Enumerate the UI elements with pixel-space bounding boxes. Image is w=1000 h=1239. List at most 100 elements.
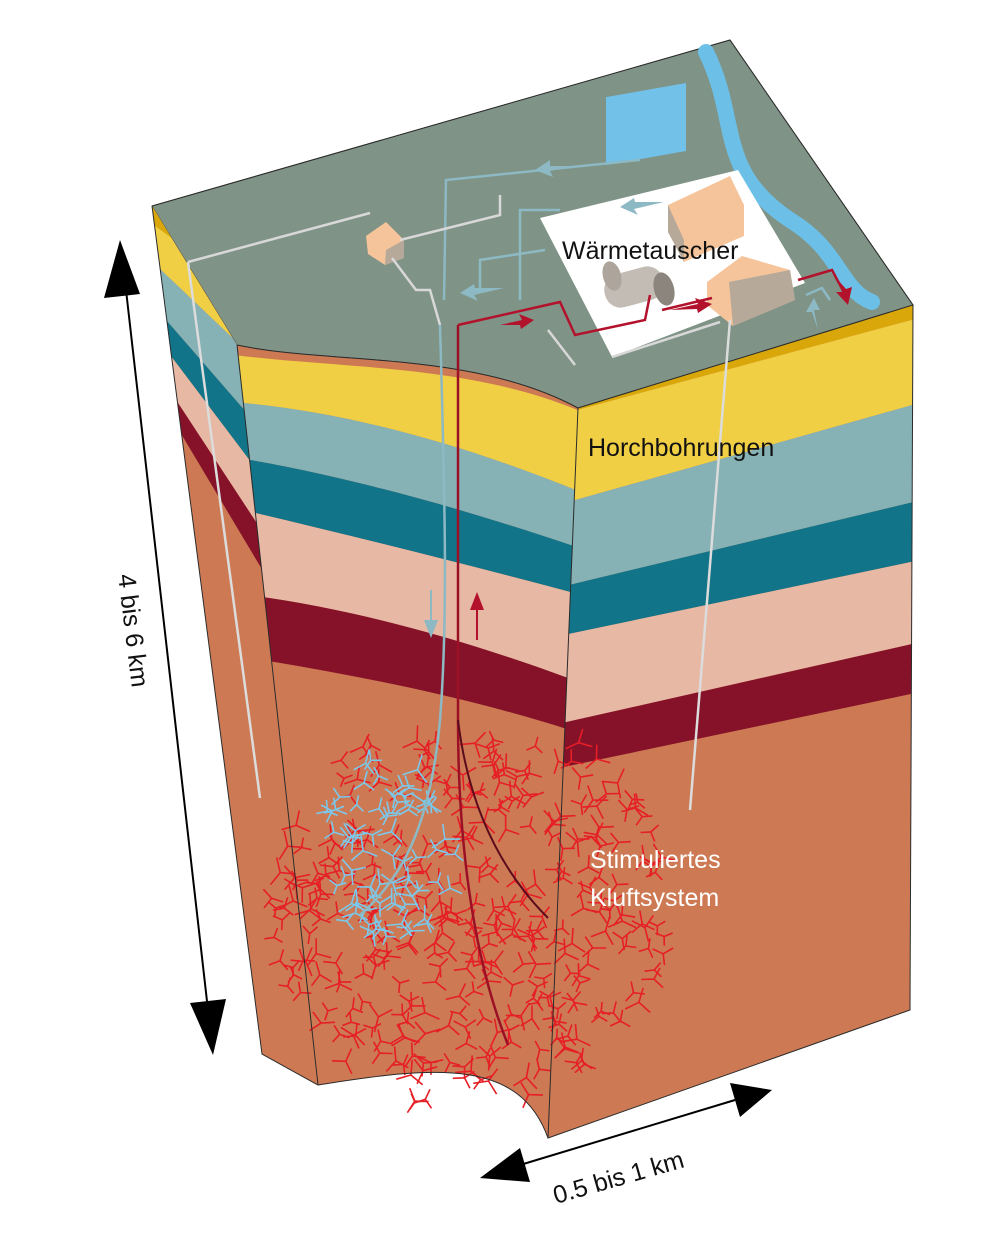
fracture-mark [453, 956, 476, 980]
fracture-mark-cold [382, 927, 396, 945]
flow-arrows-hot [500, 280, 852, 329]
fracture-mark [585, 744, 611, 770]
fracture-mark [527, 950, 552, 979]
fracture-mark [652, 947, 674, 966]
fracture-mark [527, 979, 549, 997]
fracture-mark-cold [372, 868, 396, 899]
fracture-mark [514, 783, 538, 809]
plant-building-2 [707, 256, 795, 326]
fracture-mark-cold [360, 916, 380, 936]
fracture-mark [464, 981, 484, 998]
fracture-mark [455, 1031, 478, 1051]
fracture-mark [617, 799, 640, 822]
fracture-mark-cold [342, 834, 360, 853]
fracture-mark [272, 912, 291, 931]
fracture-mark [520, 787, 545, 808]
fracture-mark [621, 793, 649, 817]
fracture-mark [435, 941, 458, 963]
fracture-mark [428, 957, 449, 978]
fracture-mark [397, 1011, 416, 1029]
fracture-mark [435, 773, 452, 795]
fracture-mark [624, 987, 651, 1014]
fracture-mark [493, 798, 510, 813]
fracture-mark [401, 992, 426, 1017]
width-arrow [480, 1083, 772, 1182]
river [698, 44, 880, 310]
fracture-mark [603, 894, 623, 911]
plant-building-1 [668, 176, 744, 262]
fracture-mark [364, 954, 390, 980]
fracture-mark [553, 919, 570, 936]
fracture-mark-cold [367, 797, 387, 819]
fracture-mark [332, 1024, 350, 1043]
fracture-mark [445, 909, 468, 926]
fracture-mark-cold [396, 866, 418, 889]
fracture-mark [493, 893, 517, 920]
cooling-pond [606, 83, 686, 166]
fracture-mark [297, 948, 316, 972]
fracture-mark-cold [350, 835, 378, 862]
fracture-mark [638, 938, 654, 959]
fracture-mark [315, 880, 335, 908]
fracture-mark [415, 890, 434, 909]
fracture-mark [371, 1041, 393, 1065]
fracture-mark [415, 862, 433, 882]
fracture-mark-cold [431, 823, 461, 849]
fracture-mark [279, 885, 308, 909]
fracture-mark [595, 780, 621, 804]
fracture-mark [576, 880, 592, 899]
fracture-mark-cold [444, 844, 464, 862]
fracture-mark [294, 896, 323, 921]
fracture-mark [533, 1058, 551, 1080]
fracture-mark [357, 993, 372, 1011]
fracture-mark-cold [412, 905, 435, 930]
monitoring-well-right [688, 319, 732, 811]
fracture-mark [310, 861, 331, 885]
fracture-mark [402, 725, 430, 753]
fracture-mark-cold [340, 865, 355, 886]
fracture-mark [561, 1023, 591, 1047]
fracture-mark [577, 876, 599, 899]
fracture-mark [546, 828, 562, 847]
fracture-mark [453, 1019, 477, 1040]
fracture-mark [590, 814, 614, 842]
fracture-mark [264, 927, 283, 943]
fracture-mark [648, 920, 666, 936]
wellhead-house [366, 222, 404, 265]
fracture-mark [571, 766, 594, 790]
fracture-mark-cold [393, 875, 413, 898]
fracture-mark [628, 793, 646, 809]
fracture-mark [553, 938, 579, 965]
fracture-mark [570, 794, 588, 816]
fracture-mark [340, 1026, 367, 1049]
fracture-mark [404, 1042, 426, 1068]
fracture-mark [426, 943, 444, 960]
fracture-system-label-line1: Stimuliertes [590, 846, 721, 874]
fracture-mark [513, 1062, 538, 1090]
fracture-mark [330, 751, 349, 769]
fracture-mark [590, 915, 614, 946]
fracture-mark [482, 738, 504, 761]
fracture-mark [391, 1024, 420, 1047]
fracture-mark [503, 1004, 522, 1023]
fracture-mark [512, 951, 536, 973]
fracture-mark-cold [359, 919, 382, 947]
fracture-mark-cold [372, 766, 389, 786]
fracture-mark-cold [353, 770, 375, 791]
fracture-mark [457, 825, 484, 845]
fracture-mark [377, 942, 401, 968]
fracture-mark-cold [363, 749, 382, 771]
fracture-mark [503, 1019, 520, 1043]
fracture-mark [635, 844, 658, 871]
fracture-mark [391, 975, 410, 993]
fracture-mark-cold [396, 884, 424, 911]
fracture-mark [534, 1040, 550, 1060]
fracture-mark [293, 837, 312, 855]
fracture-mark [641, 967, 664, 989]
fracture-mark [609, 1009, 631, 1028]
fracture-mark [269, 857, 296, 886]
surface-pipes-light [187, 195, 721, 366]
fracture-mark [308, 1011, 336, 1032]
fracture-mark [406, 1087, 429, 1114]
